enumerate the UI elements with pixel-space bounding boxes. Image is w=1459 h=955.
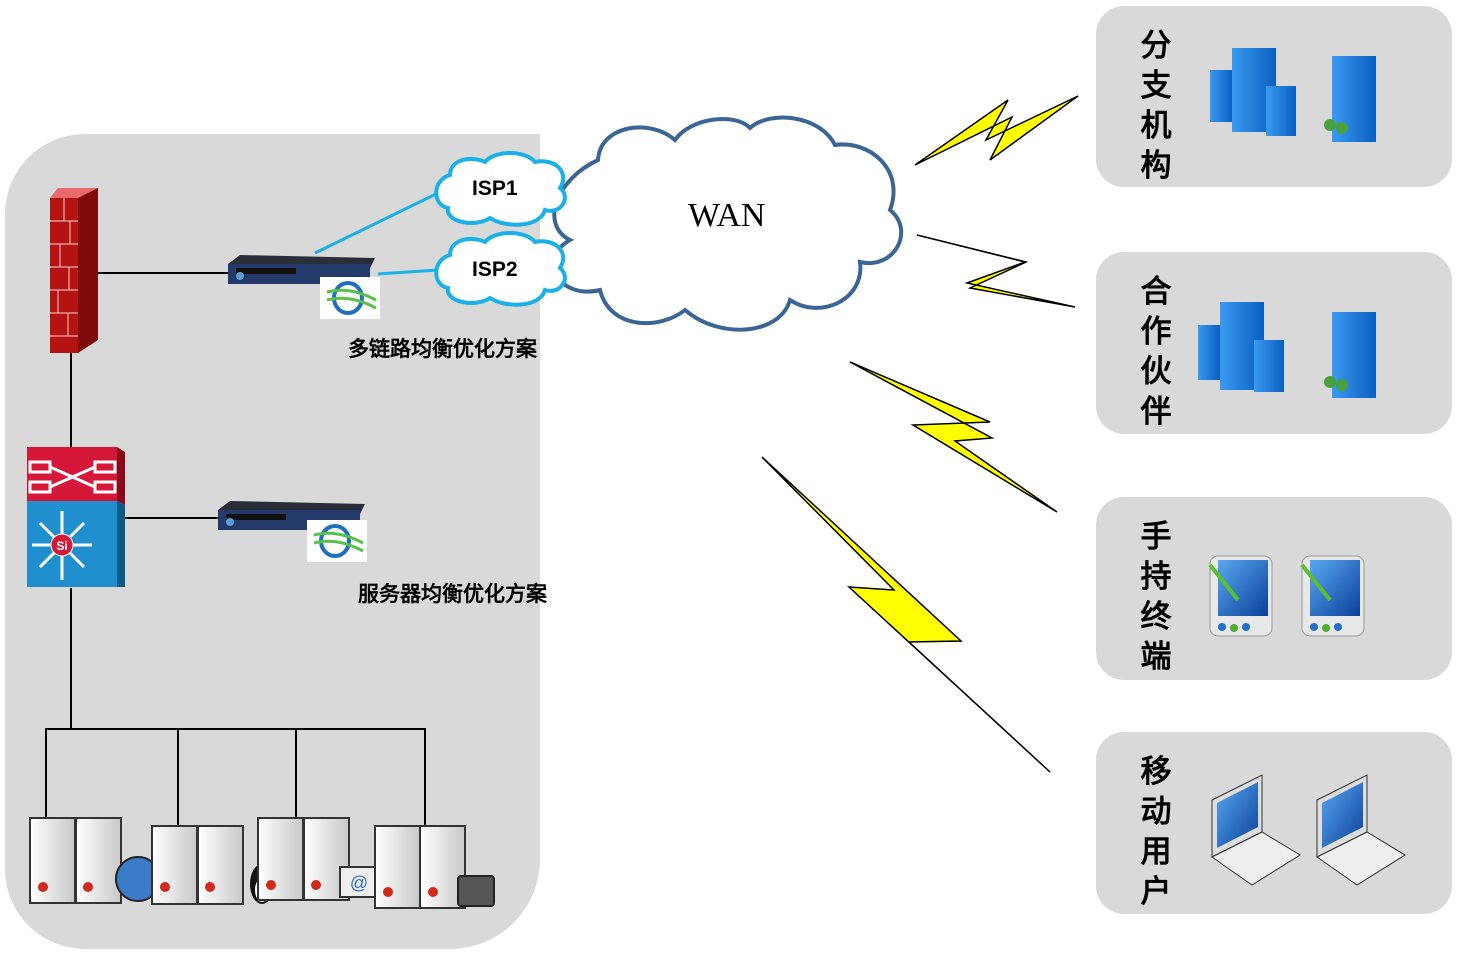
mail-server-icon: @ bbox=[257, 817, 379, 901]
wireless-links bbox=[761, 95, 1079, 773]
office-buildings-icon bbox=[1198, 302, 1376, 398]
firewall-icon bbox=[50, 188, 98, 353]
isp1-label: ISP1 bbox=[472, 177, 518, 200]
server-group: @ bbox=[29, 817, 495, 909]
site-label: 分支机构 bbox=[1140, 28, 1172, 184]
svg-text:@: @ bbox=[350, 873, 368, 893]
lightning-icon bbox=[849, 361, 1058, 513]
file-server-icon bbox=[374, 825, 495, 909]
laptop-icon bbox=[1316, 774, 1406, 886]
pda-icon bbox=[1208, 555, 1273, 637]
lightning-icon bbox=[914, 95, 1079, 166]
remote-site-handheld: 手持终端 bbox=[1096, 497, 1452, 680]
linux-server-icon bbox=[151, 825, 274, 905]
site-label: 手持终端 bbox=[1140, 519, 1172, 675]
wan-label: WAN bbox=[688, 197, 766, 234]
web-server-icon bbox=[29, 817, 161, 904]
site-label: 合作伙伴 bbox=[1140, 274, 1172, 430]
office-buildings-icon bbox=[1210, 48, 1376, 142]
multilink-caption: 多链路均衡优化方案 bbox=[348, 337, 537, 361]
envelope-icon bbox=[339, 866, 379, 898]
lan-links bbox=[45, 272, 426, 826]
lightning-icon bbox=[761, 456, 1051, 773]
server-bus bbox=[45, 728, 426, 825]
isp2-label: ISP2 bbox=[472, 258, 518, 281]
link-load-balancer-icon bbox=[228, 255, 380, 319]
layer3-switch-icon: Si bbox=[27, 447, 125, 587]
pda-icon bbox=[1300, 555, 1365, 637]
server-load-balancer-icon bbox=[218, 501, 367, 562]
lightning-icon bbox=[916, 234, 1076, 308]
site-label: 移动用户 bbox=[1140, 754, 1172, 910]
isp1-cloud-icon bbox=[434, 151, 567, 227]
lb-to-isp2-link bbox=[377, 268, 439, 276]
folder-icon bbox=[457, 875, 495, 907]
laptop-icon bbox=[1211, 774, 1301, 886]
isp-links bbox=[314, 190, 441, 276]
server-lb-caption: 服务器均衡优化方案 bbox=[358, 582, 547, 606]
remote-site-mobile: 移动用户 bbox=[1096, 732, 1452, 914]
lb-to-isp1-link bbox=[314, 190, 441, 255]
isp2-cloud-icon bbox=[434, 231, 567, 307]
svg-text:Si: Si bbox=[56, 539, 67, 553]
